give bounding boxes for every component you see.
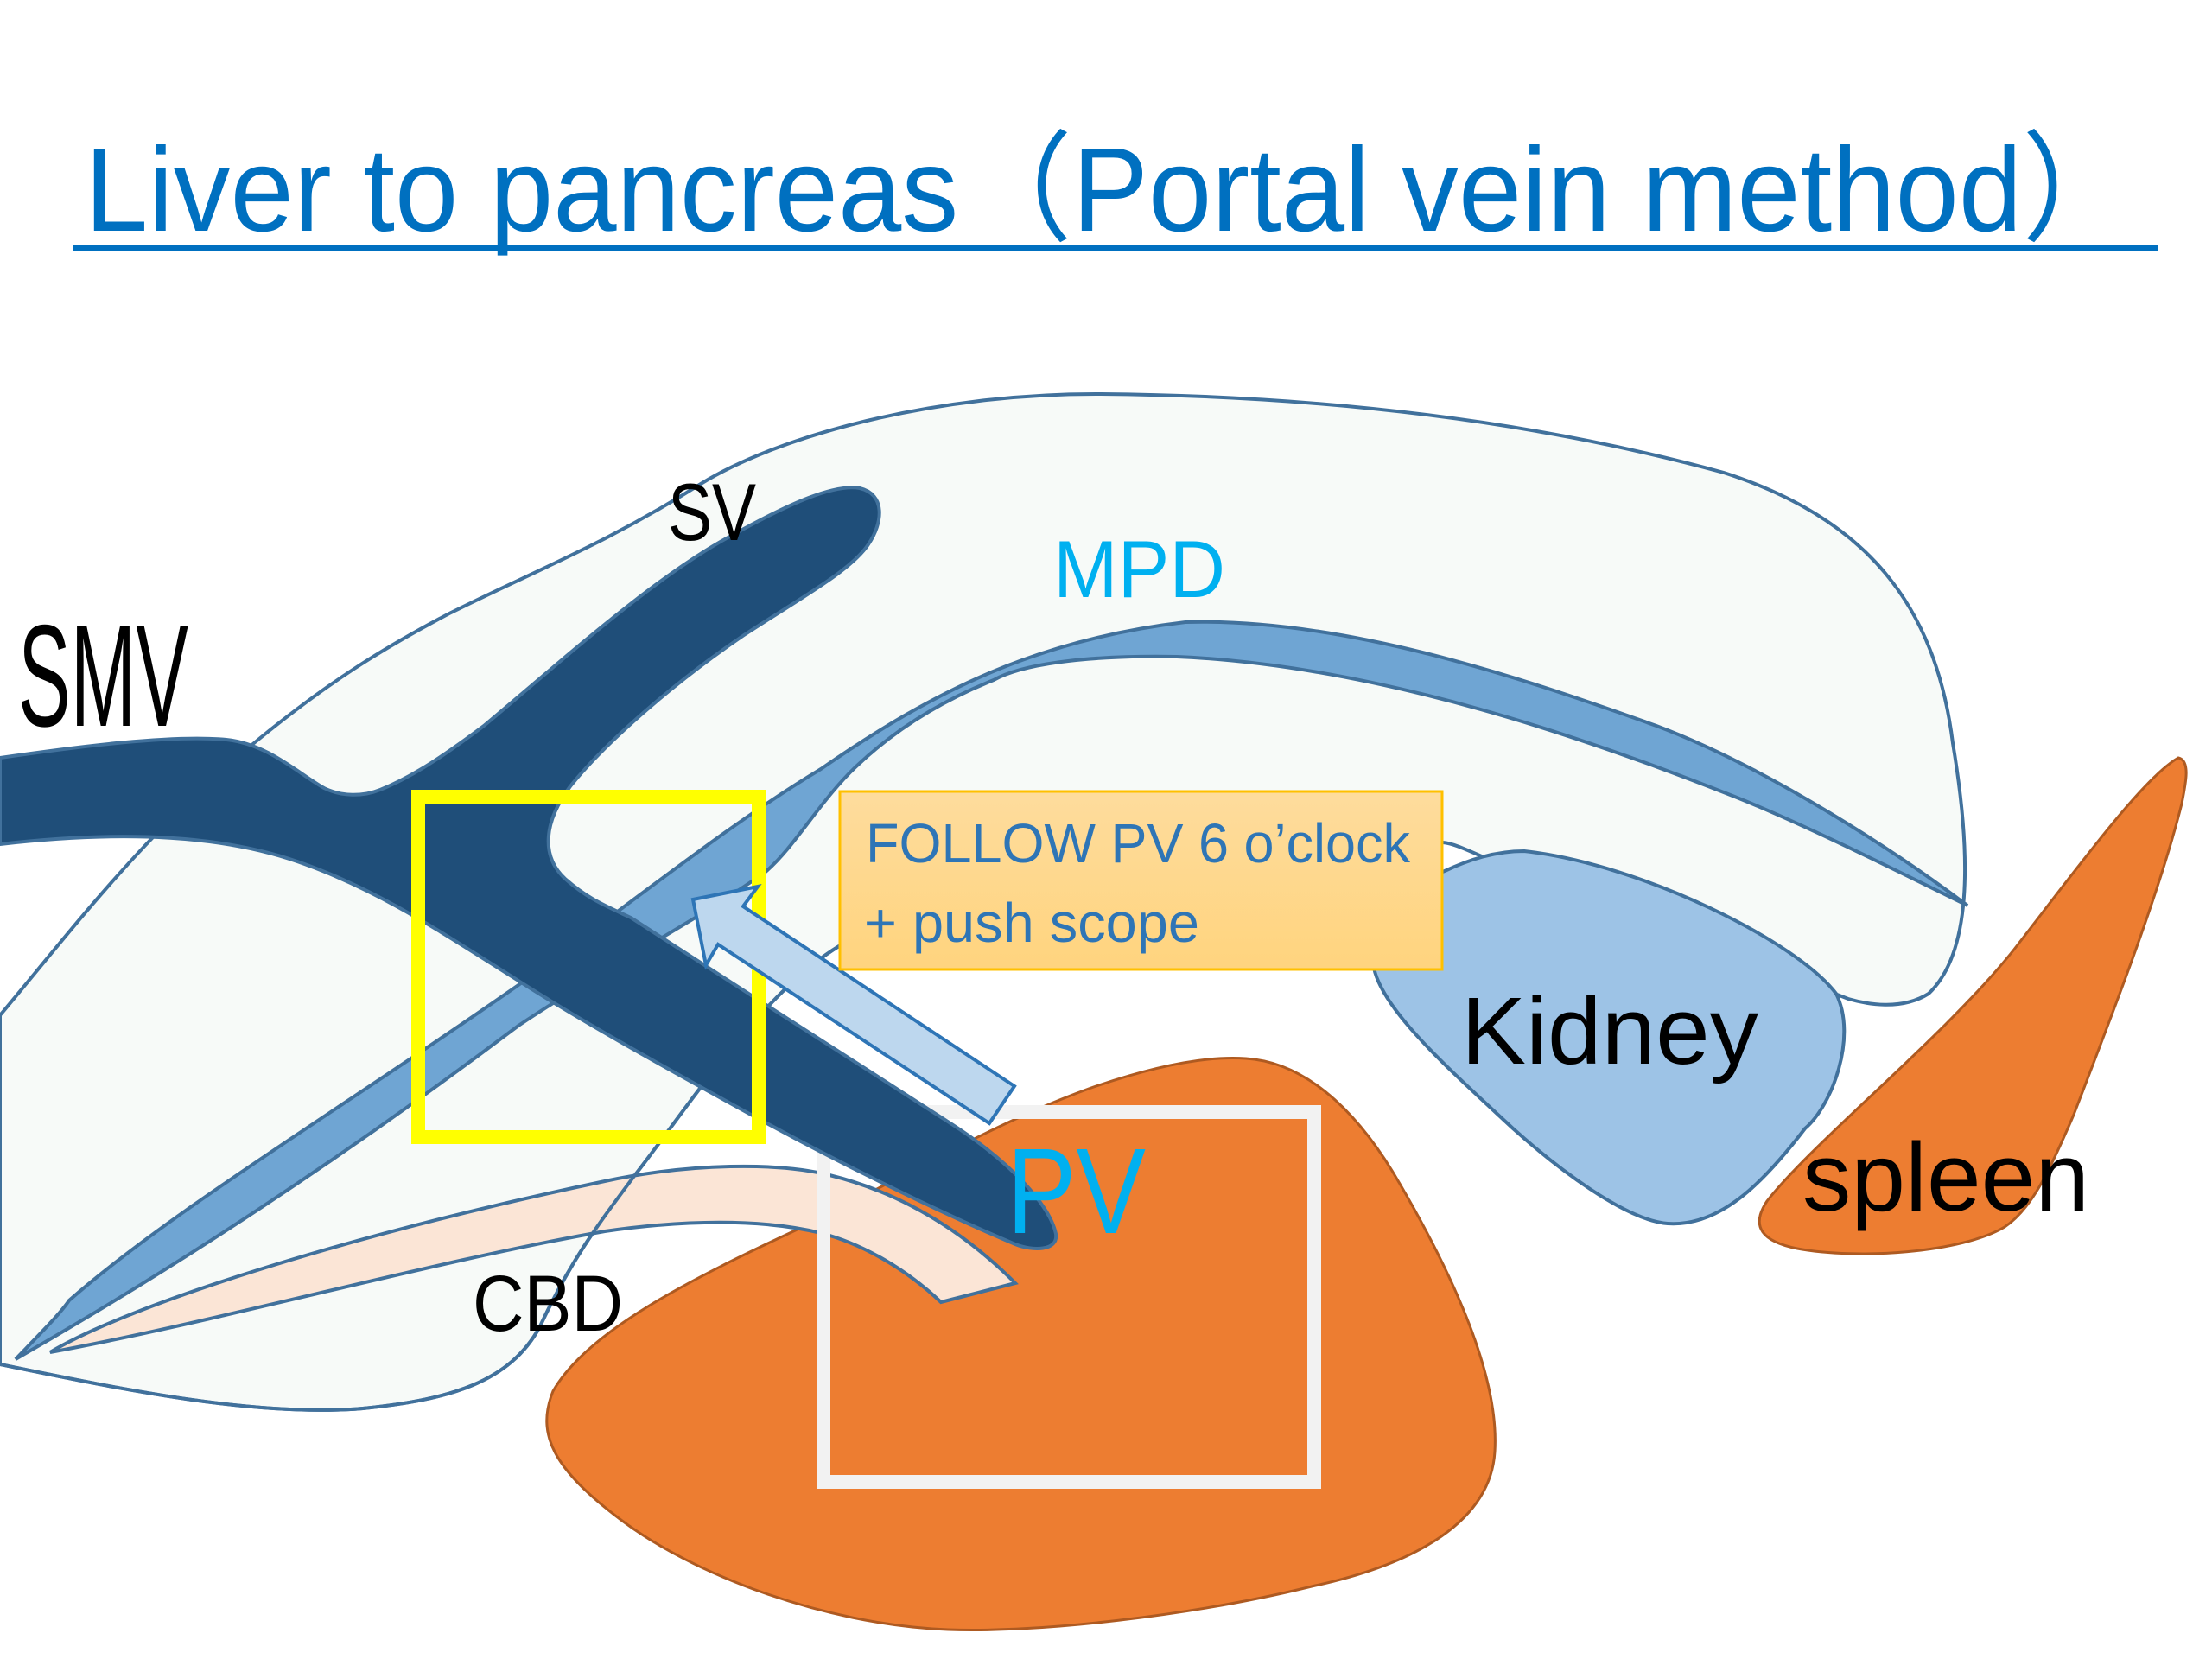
note-box: [838, 790, 1444, 971]
label-sv: SV: [668, 467, 756, 557]
title-underline: [73, 245, 2158, 251]
vein-confluence: [0, 486, 1058, 1250]
slide-title: Liver to pancreas（Portal vein method）: [85, 124, 2136, 257]
spleen-shape: [1758, 756, 2188, 1255]
white-highlight-box: [817, 1105, 1321, 1489]
label-smv: SMV: [18, 594, 188, 757]
note-line-2: + push scope: [864, 892, 1199, 954]
label-mpd: MPD: [1053, 524, 1225, 614]
cbd-duct: [48, 1164, 1019, 1354]
title-group: Liver to pancreas（Portal vein method）: [73, 124, 2158, 257]
label-spleen: spleen: [1802, 1123, 2089, 1231]
label-pv: PV: [1007, 1122, 1146, 1259]
instruction-note: FOLLOW PV 6 o’clock + push scope: [838, 790, 1444, 971]
label-cbd: CBD: [473, 1260, 623, 1348]
label-kidney: Kidney: [1461, 978, 1758, 1084]
direction-arrow: [690, 884, 1017, 1126]
note-line-1: FOLLOW PV 6 o’clock: [866, 812, 1411, 874]
